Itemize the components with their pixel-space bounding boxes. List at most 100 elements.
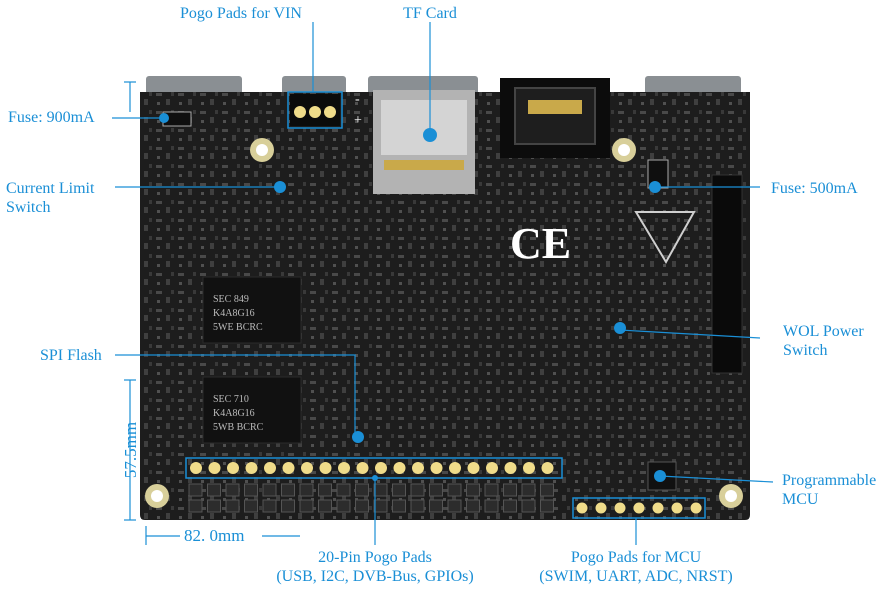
ram-chip-1-text: SEC 849 xyxy=(213,294,249,305)
pad-minus-mark: - xyxy=(355,92,360,107)
ram-chip-2 xyxy=(202,376,302,444)
pogo-pad xyxy=(652,502,664,514)
pad-plus-mark: + xyxy=(354,113,362,128)
header-pin xyxy=(447,499,462,513)
pogo-pad xyxy=(576,502,588,514)
wol-label: WOL Power Switch xyxy=(783,322,864,360)
header-pin xyxy=(484,499,499,513)
pogo-pad xyxy=(449,462,461,474)
wol-label-line2: Switch xyxy=(783,342,828,359)
current-limit-label-line1: Current Limit xyxy=(6,180,95,197)
pogo-mcu-label-line2: (SWIM, UART, ADC, NRST) xyxy=(539,568,733,585)
header-pin xyxy=(262,499,277,513)
pogo-pad xyxy=(393,462,406,474)
pogo-vin-label: Pogo Pads for VIN xyxy=(180,5,302,22)
logo-mark xyxy=(634,211,696,264)
pogo-pad xyxy=(671,502,683,514)
pogo-pad xyxy=(486,462,498,474)
header-pin xyxy=(281,483,295,497)
pogo-pad xyxy=(595,502,607,514)
header-pin xyxy=(392,483,406,497)
pogo-pad xyxy=(245,462,258,474)
pogo-pad xyxy=(504,462,517,474)
pogo-pad xyxy=(412,462,424,474)
callout-lines xyxy=(112,22,774,545)
header-pin xyxy=(355,483,369,497)
fuse-900-label: Fuse: 900mA xyxy=(8,109,95,126)
header-pin xyxy=(188,499,203,513)
header-pin xyxy=(466,499,480,513)
pogo-pad xyxy=(282,462,295,474)
ram-chip-1 xyxy=(202,276,302,344)
pogo-pad xyxy=(633,502,645,514)
ram-chip-1-text: 5WE BCRC xyxy=(213,322,263,333)
pogo-pad xyxy=(467,462,480,474)
header-pin xyxy=(373,499,388,513)
header-pin xyxy=(262,483,277,497)
current-limit-label-line2: Switch xyxy=(6,199,51,216)
pin-header-row xyxy=(188,483,554,513)
pogo-mcu-frame xyxy=(572,497,706,519)
ram-chip-2-text: K4A8G16 xyxy=(213,408,255,419)
pogo-pad xyxy=(190,462,202,474)
pogo20-label: 20-Pin Pogo Pads (USB, I2C, DVB-Bus, GPI… xyxy=(276,548,473,586)
current-limit-label: Current Limit Switch xyxy=(6,179,94,217)
pogo-pad xyxy=(208,462,221,474)
header-pin xyxy=(244,483,258,497)
header-pin xyxy=(188,483,203,497)
width-dimension: 82. 0mm xyxy=(184,526,245,545)
header-pin xyxy=(225,499,240,513)
header-pin xyxy=(318,499,332,513)
header-pin xyxy=(244,499,258,513)
header-pin xyxy=(299,499,314,513)
header-pin xyxy=(392,499,406,513)
header-pin xyxy=(281,499,295,513)
pogo-pad xyxy=(690,502,702,514)
pogo-pad xyxy=(430,462,443,474)
header-pin xyxy=(429,499,443,513)
header-pin xyxy=(503,499,517,513)
fuse-500-label: Fuse: 500mA xyxy=(771,180,858,197)
pogo-pad xyxy=(264,462,276,474)
header-pin xyxy=(299,483,314,497)
pogo-pad xyxy=(227,462,239,474)
header-pin xyxy=(410,483,425,497)
pogo-pad xyxy=(301,462,313,474)
spi-flash-label: SPI Flash xyxy=(40,347,102,364)
header-pin xyxy=(466,483,480,497)
header-pin xyxy=(225,483,240,497)
header-pin xyxy=(410,499,425,513)
header-pin xyxy=(484,483,499,497)
ram-chip-2-text: SEC 710 xyxy=(213,394,249,405)
pogo20-pads xyxy=(190,462,554,474)
pogo-pad xyxy=(614,502,626,514)
header-pin xyxy=(336,499,351,513)
mcu-label-line1: Programmable xyxy=(782,472,877,489)
header-pin xyxy=(447,483,462,497)
header-pin xyxy=(429,483,443,497)
pogo-pad xyxy=(338,462,350,474)
header-pin xyxy=(540,499,554,513)
pogo-pad xyxy=(523,462,535,474)
ram-chip-2-text: 5WB BCRC xyxy=(213,422,264,433)
callout-dots xyxy=(159,113,666,482)
pogo-pad xyxy=(375,462,387,474)
pogo-pad xyxy=(541,462,554,474)
header-pin xyxy=(318,483,332,497)
height-dimension: 57.5mm xyxy=(121,421,140,479)
header-pin xyxy=(207,483,221,497)
pogo-mcu-pads xyxy=(576,502,702,514)
header-pin xyxy=(521,483,536,497)
ram-chip-1-text: K4A8G16 xyxy=(213,308,255,319)
pogo20-label-line1: 20-Pin Pogo Pads xyxy=(318,549,432,566)
mcu-label-line2: MCU xyxy=(782,491,819,508)
pogo-mcu-label: Pogo Pads for MCU (SWIM, UART, ADC, NRST… xyxy=(539,548,732,586)
ce-mark: CE xyxy=(510,219,571,268)
header-pin xyxy=(373,483,388,497)
header-pin xyxy=(540,483,554,497)
pogo-pad xyxy=(319,462,332,474)
header-pin xyxy=(521,499,536,513)
mcu-label: Programmable MCU xyxy=(782,471,876,509)
